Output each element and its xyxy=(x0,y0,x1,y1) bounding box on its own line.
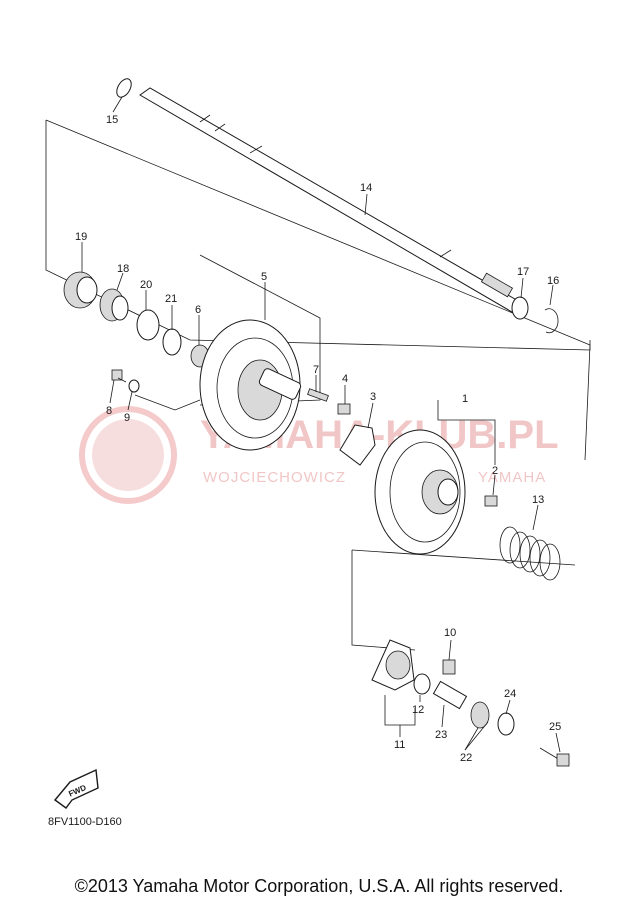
callout-12: 12 xyxy=(412,704,424,716)
circlip-16 xyxy=(544,308,559,334)
washer-9 xyxy=(128,379,140,393)
watermark-logo-inner xyxy=(92,419,164,491)
diagram-code: 8FV1100-D160 xyxy=(48,816,122,828)
callout-4: 4 xyxy=(342,373,348,385)
gasket-3 xyxy=(339,424,376,466)
callout-5: 5 xyxy=(261,271,267,283)
frame-movable xyxy=(437,400,496,465)
callout-19: 19 xyxy=(75,231,87,243)
callout-9: 9 xyxy=(124,412,130,424)
stud-7 xyxy=(307,388,329,402)
washer-24 xyxy=(497,712,515,736)
callout-8: 8 xyxy=(106,405,112,417)
fwd-arrow-icon: FWD xyxy=(53,768,99,809)
callout-23: 23 xyxy=(435,729,447,741)
collar-18 xyxy=(99,288,129,322)
callout-20: 20 xyxy=(140,279,152,291)
spring-13 xyxy=(499,526,561,581)
callout-22: 22 xyxy=(460,752,472,764)
callout-labels: 1 2 3 4 5 6 7 8 9 10 11 12 13 14 15 16 1… xyxy=(75,114,561,764)
callout-17: 17 xyxy=(517,266,529,278)
callout-11: 11 xyxy=(394,739,405,751)
watermark-right-text: YAMAHA xyxy=(478,469,546,486)
collar-23 xyxy=(432,680,468,710)
callout-6: 6 xyxy=(195,304,201,316)
bolt-25 xyxy=(539,747,570,767)
frame-shaft-top xyxy=(45,119,591,461)
copyright-notice: ©2013 Yamaha Motor Corporation, U.S.A. A… xyxy=(74,876,564,896)
callout-21: 21 xyxy=(165,293,177,305)
movable-sheave-1 xyxy=(374,429,466,555)
callout-7: 7 xyxy=(313,364,319,376)
washer-17 xyxy=(511,296,529,320)
callout-2: 2 xyxy=(492,465,498,477)
fixed-sheave-5 xyxy=(199,319,302,451)
group-frames xyxy=(45,119,591,651)
callout-3: 3 xyxy=(370,391,376,403)
callout-1: 1 xyxy=(462,393,468,405)
nut-19 xyxy=(63,271,98,309)
nut-10 xyxy=(442,659,456,675)
frame-shaft-group xyxy=(45,120,591,351)
leader-lines xyxy=(81,96,561,753)
frame-lower xyxy=(351,550,416,651)
o-ring-15 xyxy=(116,78,132,98)
cam-holder-11 xyxy=(371,639,415,691)
callout-14: 14 xyxy=(360,182,372,194)
callout-18: 18 xyxy=(117,263,129,275)
washer-21 xyxy=(162,328,182,356)
frame-lower-top xyxy=(351,549,576,566)
bolt-8 xyxy=(111,369,127,383)
watermark-left-text: WOJCIECHOWICZ xyxy=(203,469,346,486)
callout-16: 16 xyxy=(547,275,559,287)
callout-15: 15 xyxy=(106,114,118,126)
callout-24: 24 xyxy=(504,688,516,700)
primary-shaft xyxy=(139,87,521,313)
callout-10: 10 xyxy=(444,627,456,639)
frame-fixed-bolts xyxy=(134,394,201,411)
callout-25: 25 xyxy=(549,721,561,733)
bushing-12 xyxy=(413,673,431,695)
washer-22 xyxy=(470,701,490,729)
callout-13: 13 xyxy=(532,494,544,506)
screw-4 xyxy=(337,403,351,415)
slider-2 xyxy=(484,495,498,507)
watermark: YAMAHA-KLUB.PL WOJCIECHOWICZ YAMAHA xyxy=(79,406,559,504)
washer-20 xyxy=(136,309,160,341)
